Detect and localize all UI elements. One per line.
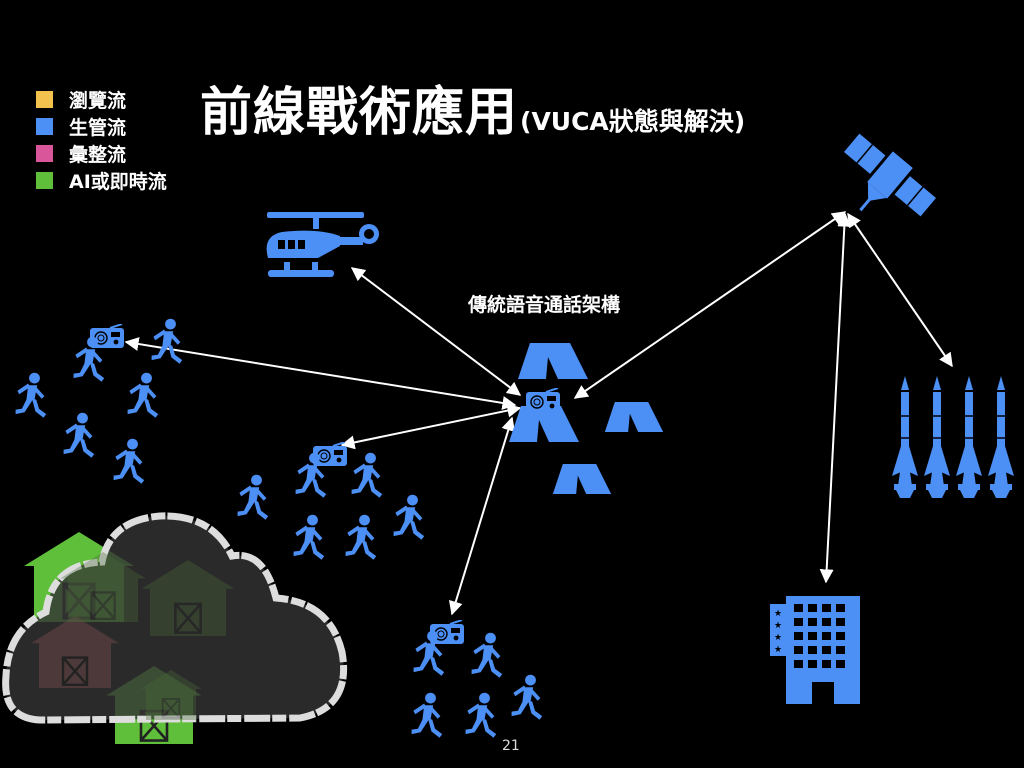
running-soldier-icon — [237, 474, 269, 520]
running-soldier-icon — [471, 632, 503, 678]
legend-swatch — [36, 91, 53, 108]
legend-item-browse: 瀏覽流 — [36, 86, 167, 113]
title-sub: (VUCA狀態與解決) — [520, 107, 746, 136]
radio-icon — [526, 388, 560, 412]
running-soldier-icon — [63, 412, 95, 458]
arrow-hq-satellite — [573, 211, 847, 399]
radio-icon — [313, 442, 347, 466]
svg-text:★: ★ — [774, 645, 782, 655]
legend: 瀏覽流 生管流 彙整流 AI或即時流 — [36, 86, 167, 194]
cloud-icon — [2, 512, 348, 724]
base-camp — [509, 343, 664, 494]
tent-icon — [518, 343, 588, 379]
helicopter-icon — [266, 212, 379, 277]
legend-label: 瀏覽流 — [69, 90, 127, 112]
rocket-icon — [955, 376, 983, 499]
arrow-hq-helicopter — [350, 267, 522, 396]
legend-item-ai: AI或即時流 — [36, 167, 167, 194]
legend-item-production: 生管流 — [36, 113, 167, 140]
rocket-icon — [987, 376, 1015, 499]
running-soldier-icon — [351, 452, 383, 498]
legend-swatch — [36, 145, 53, 162]
legend-label: 彙整流 — [69, 144, 127, 166]
rocket-icon — [891, 376, 919, 499]
legend-swatch — [36, 172, 53, 189]
legend-label: 生管流 — [69, 117, 127, 139]
rocket-icon — [923, 376, 951, 499]
arrow-satellite-building — [819, 212, 852, 584]
running-soldier-icon — [127, 372, 159, 418]
svg-text:★: ★ — [774, 633, 782, 643]
tent-icon — [552, 464, 612, 494]
arrow-hq-squad-1 — [124, 337, 517, 410]
squad-3 — [411, 620, 543, 738]
squad-1 — [15, 318, 183, 484]
architecture-label: 傳統語音通話架構 — [468, 294, 621, 316]
arrow-hq-squad-2 — [340, 403, 522, 450]
running-soldier-icon — [511, 674, 543, 720]
svg-text:★: ★ — [774, 621, 782, 631]
tent-icon — [604, 402, 664, 432]
svg-text:★: ★ — [774, 609, 782, 619]
legend-label: AI或即時流 — [69, 171, 167, 193]
running-soldier-icon — [293, 514, 325, 560]
running-soldier-icon — [113, 438, 145, 484]
running-soldier-icon — [411, 692, 443, 738]
slide-title: 前線戰術應用(VUCA狀態與解決) — [200, 70, 745, 145]
connection-arrows — [124, 211, 953, 616]
arrow-satellite-rockets — [847, 212, 953, 368]
legend-item-aggregate: 彙整流 — [36, 140, 167, 167]
satellite-icon — [843, 133, 937, 217]
running-soldier-icon — [465, 692, 497, 738]
running-soldier-icon — [345, 514, 377, 560]
running-soldier-icon — [151, 318, 183, 364]
building-icon: ★ ★ ★ ★ — [770, 596, 860, 704]
squad-2 — [237, 442, 425, 560]
running-soldier-icon — [15, 372, 47, 418]
legend-swatch — [36, 118, 53, 135]
arrow-hq-squad-3 — [448, 416, 516, 616]
running-soldier-icon — [393, 494, 425, 540]
rocket-group — [891, 376, 1015, 499]
page-number: 21 — [502, 738, 520, 754]
title-main: 前線戰術應用 — [200, 83, 519, 143]
